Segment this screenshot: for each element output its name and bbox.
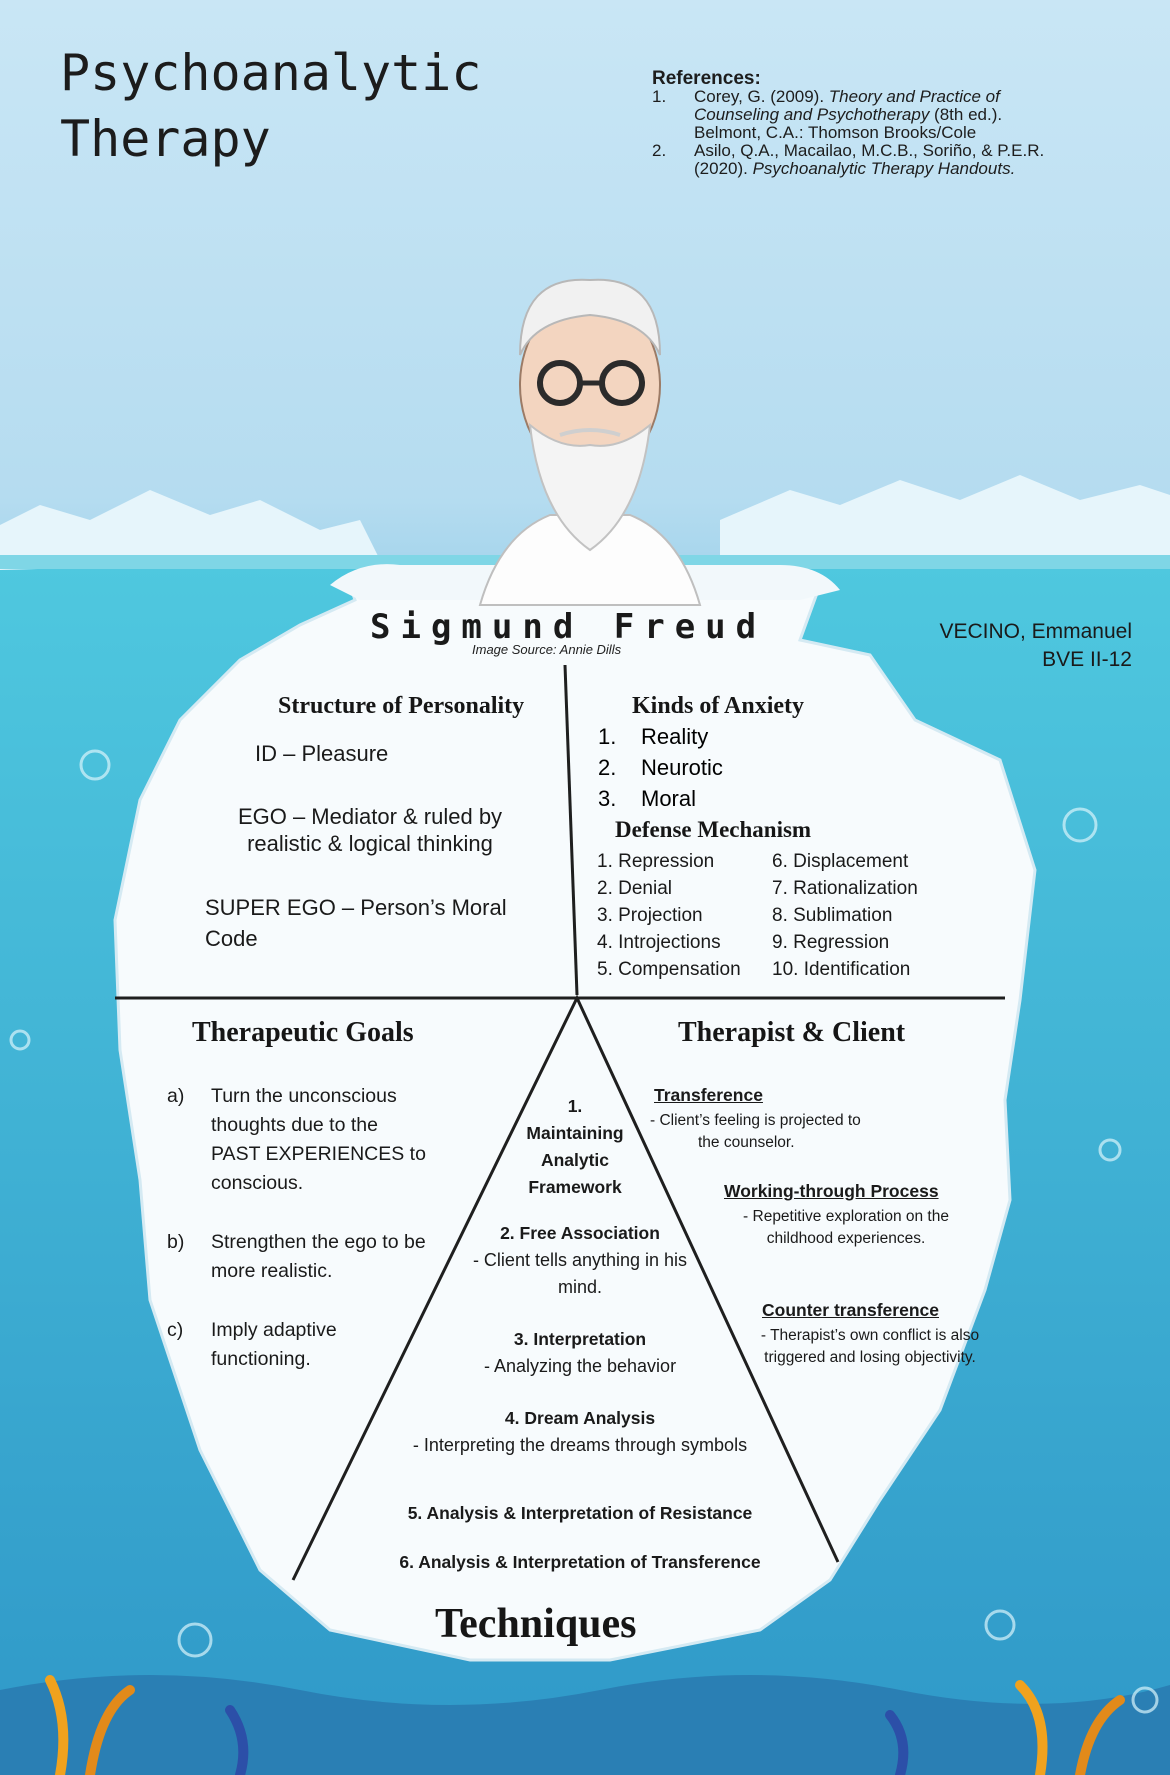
technique-3: 3. Interpretation - Analyzing the behavi… bbox=[440, 1326, 720, 1380]
list-item: 7. Rationalization bbox=[772, 878, 918, 899]
references: References: 1. Corey, G. (2009). Theory … bbox=[652, 68, 1152, 178]
list-item: 2. Neurotic bbox=[598, 752, 723, 783]
goal-item: b) Strengthen the ego to be more realisti… bbox=[167, 1228, 427, 1286]
list-item: 10. Identification bbox=[772, 959, 911, 980]
working-through-description: - Repetitive exploration on the childhoo… bbox=[743, 1208, 949, 1247]
technique-5: 5. Analysis & Interpretation of Resistan… bbox=[360, 1500, 800, 1527]
item-number: 2. bbox=[598, 755, 617, 780]
list-item: 8. Sublimation bbox=[772, 905, 893, 926]
coral-decoration bbox=[45, 1675, 1125, 1775]
reference-title-part: Psychoanalytic Therapy Handouts. bbox=[752, 159, 1016, 178]
technique-1: 1. Maintaining Analytic Framework bbox=[500, 1093, 650, 1201]
item-label: Neurotic bbox=[641, 755, 723, 780]
item-number: 3. bbox=[598, 786, 617, 811]
ice-mountains-right bbox=[720, 475, 1170, 565]
goal-text: Turn the unconscious thoughts due to the… bbox=[211, 1085, 426, 1194]
technique-heading: 4. Dream Analysis bbox=[504, 1408, 656, 1428]
image-source-credit: Image Source: Annie Dills bbox=[472, 642, 622, 657]
techniques-title: Techniques bbox=[435, 1601, 637, 1647]
reference-publisher: Belmont, C.A.: Thomson Brooks/Cole bbox=[694, 123, 977, 142]
transference-heading: Transference bbox=[654, 1085, 763, 1105]
counter-transference-description: - Therapist’s own conflict is also trigg… bbox=[760, 1327, 980, 1366]
list-item: 3. Moral bbox=[598, 783, 723, 814]
defense-list-left: 1. Repression 2. Denial 3. Projection 4.… bbox=[597, 848, 741, 983]
technique-heading: 3. Interpretation bbox=[513, 1329, 647, 1349]
iceberg-shape bbox=[113, 583, 1037, 1662]
reference-year: (2020). bbox=[694, 159, 753, 178]
technique-heading: 2. Free Association bbox=[500, 1223, 660, 1243]
technique-4: 4. Dream Analysis - Interpreting the dre… bbox=[405, 1405, 755, 1459]
list-item: 9. Regression bbox=[772, 932, 890, 953]
goal-text: Strengthen the ego to be more realistic. bbox=[211, 1231, 426, 1282]
reference-number: 1. bbox=[652, 87, 667, 106]
transference-line-2: the counselor. bbox=[698, 1134, 795, 1151]
list-item: 2. Denial bbox=[597, 878, 672, 899]
working-through-heading: Working-through Process bbox=[724, 1181, 939, 1201]
sea-floor bbox=[0, 1675, 1170, 1775]
goal-item: a) Turn the unconscious thoughts due to t… bbox=[167, 1082, 427, 1198]
title-line-1: Psychoanalytic bbox=[60, 44, 482, 102]
technique-heading: 5. Analysis & Interpretation of Resistan… bbox=[407, 1503, 753, 1523]
technique-description: - Analyzing the behavior bbox=[483, 1356, 677, 1376]
technique-description: - Client tells anything in his mind. bbox=[472, 1250, 688, 1297]
technique-line: Maintaining bbox=[526, 1123, 624, 1143]
item-label: Reality bbox=[641, 724, 709, 749]
technique-6: 6. Analysis & Interpretation of Transfer… bbox=[345, 1549, 815, 1576]
transference-description: - Client’s feeling is projected to the c… bbox=[650, 1110, 910, 1154]
technique-line: Analytic bbox=[540, 1150, 610, 1170]
divider-vertical bbox=[563, 664, 579, 996]
item-label: Moral bbox=[641, 786, 697, 811]
personality-id: ID – Pleasure bbox=[255, 741, 389, 766]
defense-mechanism-title: Defense Mechanism bbox=[615, 817, 812, 842]
personality-super-ego: SUPER EGO – Person’s Moral Code bbox=[205, 895, 507, 951]
technique-2: 2. Free Association - Client tells anyth… bbox=[460, 1220, 700, 1301]
ice-mountains-left bbox=[0, 490, 380, 570]
reference-text: Corey, G. (2009). Theory and Practice of… bbox=[694, 88, 1002, 142]
goal-item: c) Imply adaptive functioning. bbox=[167, 1316, 427, 1374]
list-item: 6. Displacement bbox=[772, 851, 909, 872]
list-item: 5. Compensation bbox=[597, 959, 741, 980]
reference-number: 2. bbox=[652, 141, 667, 160]
reference-edition: (8th ed.). bbox=[929, 105, 1003, 124]
reference-authors: Asilo, Q.A., Macailao, M.C.B., Soriño, &… bbox=[694, 141, 1045, 160]
freud-portrait bbox=[478, 278, 702, 606]
therapeutic-goals-title: Therapeutic Goals bbox=[192, 1017, 414, 1048]
page-title: Psychoanalytic Therapy bbox=[60, 40, 481, 172]
title-line-2: Therapy bbox=[60, 110, 271, 168]
techniques-triangle bbox=[291, 994, 840, 1581]
therapist-client-title: Therapist & Client bbox=[678, 1017, 906, 1048]
bubbles-decoration bbox=[9, 749, 1159, 1714]
reference-author: Corey, G. (2009). bbox=[694, 87, 829, 106]
reference-item: 1. Corey, G. (2009). Theory and Practice… bbox=[652, 88, 1152, 142]
item-number: 1. bbox=[598, 724, 617, 749]
reference-title-part: Theory and Practice of bbox=[828, 87, 1000, 106]
technique-number: 1. bbox=[567, 1096, 583, 1116]
reference-item: 2. Asilo, Q.A., Macailao, M.C.B., Soriño… bbox=[652, 142, 1152, 178]
defense-list-right: 6. Displacement 7. Rationalization 8. Su… bbox=[772, 848, 918, 983]
list-item: 3. Projection bbox=[597, 905, 703, 926]
reference-title-part: Counseling and Psychotherapy bbox=[694, 105, 930, 124]
list-item: 4. Introjections bbox=[597, 932, 721, 953]
author-block: VECINO, Emmanuel BVE II-12 bbox=[900, 618, 1132, 674]
goal-letter: c) bbox=[167, 1319, 184, 1341]
kinds-of-anxiety-title: Kinds of Anxiety bbox=[632, 693, 805, 719]
transference-line-1: - Client’s feeling is projected to bbox=[650, 1112, 861, 1129]
anxiety-list: 1. Reality 2. Neurotic 3. Moral bbox=[598, 721, 723, 814]
technique-heading: 6. Analysis & Interpretation of Transfer… bbox=[399, 1552, 761, 1572]
goal-text: Imply adaptive functioning. bbox=[211, 1319, 337, 1370]
technique-description: - Interpreting the dreams through symbol… bbox=[412, 1435, 748, 1455]
technique-line: Framework bbox=[528, 1177, 622, 1197]
personality-ego: EGO – Mediator & ruled by realistic & lo… bbox=[237, 804, 503, 856]
author-name: VECINO, Emmanuel bbox=[939, 620, 1132, 643]
reference-text: Asilo, Q.A., Macailao, M.C.B., Soriño, &… bbox=[694, 142, 1044, 178]
list-item: 1. Reality bbox=[598, 721, 723, 752]
references-heading: References: bbox=[652, 68, 761, 89]
list-item: 1. Repression bbox=[597, 851, 715, 872]
structure-of-personality-title: Structure of Personality bbox=[278, 693, 525, 719]
portrait-name: Sigmund Freud bbox=[370, 607, 767, 647]
author-section: BVE II-12 bbox=[1042, 648, 1132, 671]
goal-letter: a) bbox=[167, 1085, 185, 1107]
counter-transference-heading: Counter transference bbox=[762, 1300, 939, 1320]
goal-letter: b) bbox=[167, 1231, 185, 1253]
